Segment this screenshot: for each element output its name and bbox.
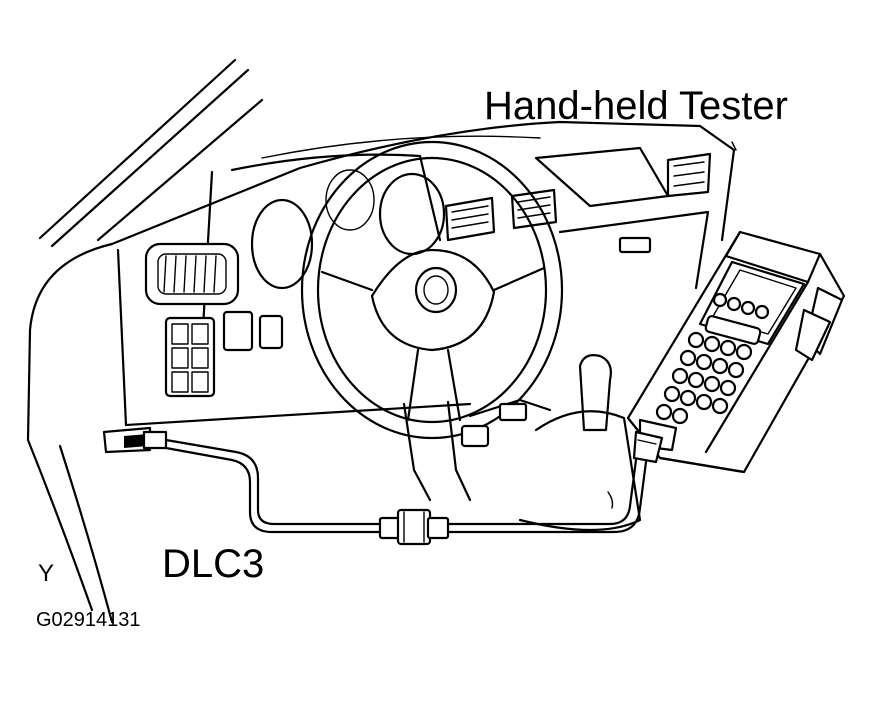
tester-cable — [164, 438, 648, 546]
view-marker-label: Y — [38, 560, 55, 587]
windshield-pillar — [38, 58, 264, 248]
tester-leader-line — [731, 141, 737, 151]
dashboard-outline — [26, 120, 736, 624]
instrument-cluster — [250, 169, 446, 290]
figure-id-label: G02914131 — [36, 609, 141, 631]
left-air-vent — [144, 242, 240, 306]
dlc3-label: DLC3 — [162, 542, 265, 586]
steering-column — [402, 400, 472, 502]
center-air-vents — [444, 152, 712, 242]
dlc3-connector — [102, 426, 168, 454]
tester-keypad — [655, 331, 753, 425]
glove-box — [534, 146, 710, 290]
center-console — [460, 354, 642, 532]
steering-wheel — [300, 140, 564, 440]
hand-held-tester — [626, 230, 846, 474]
switch-panel — [164, 310, 284, 398]
tester-label: Hand-held Tester — [484, 84, 788, 128]
